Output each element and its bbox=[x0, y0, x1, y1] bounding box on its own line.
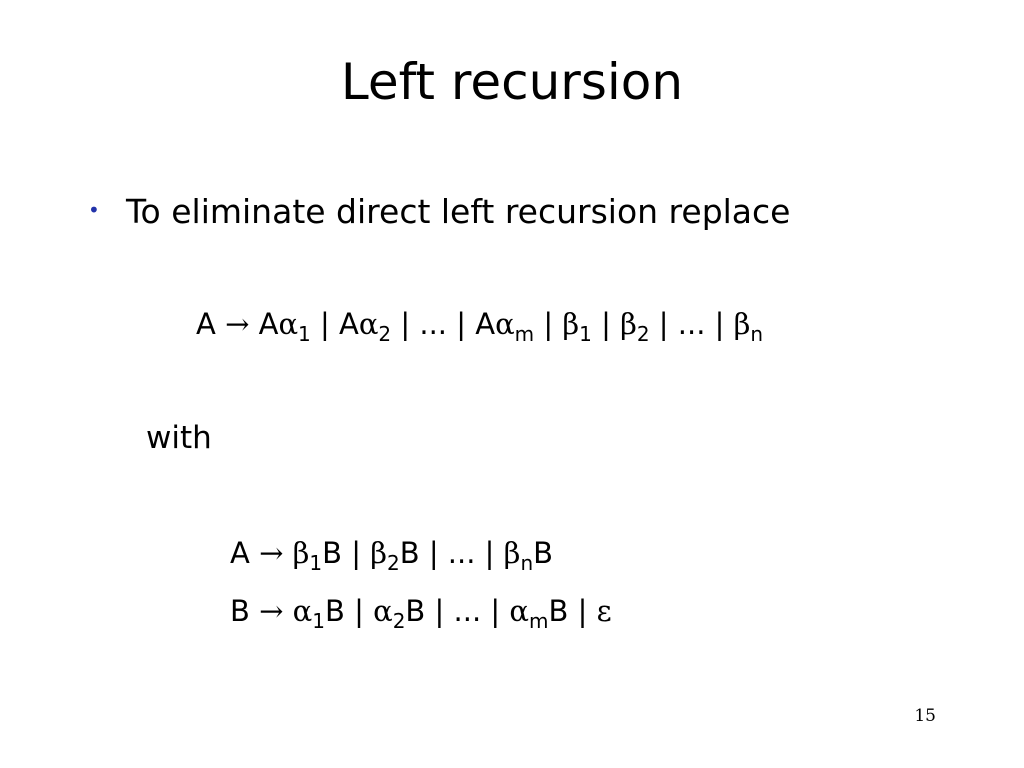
formula-text: A bbox=[249, 307, 279, 341]
greek-symbol: β bbox=[292, 536, 310, 570]
slide-title: Left recursion bbox=[340, 53, 684, 111]
subscript: 1 bbox=[298, 322, 311, 346]
greek-symbol: β bbox=[733, 307, 751, 341]
formula-text: A bbox=[196, 307, 226, 341]
subscript: n bbox=[750, 322, 764, 346]
formula-text: | bbox=[534, 307, 563, 341]
subscript: n bbox=[520, 551, 534, 575]
formula-text: B | bbox=[324, 594, 374, 628]
formula-text: | ... | A bbox=[391, 307, 496, 341]
greek-symbol: → bbox=[259, 536, 284, 570]
subscript: 1 bbox=[579, 322, 592, 346]
greek-symbol: α bbox=[278, 307, 299, 341]
original-production-rule: A → Aα1 | Aα2 | ... | Aαm | β1 | β2 | ..… bbox=[196, 304, 763, 344]
new-production-rule-a: A → β1B | β2B | ... | βnB bbox=[230, 533, 553, 573]
greek-symbol: α bbox=[358, 307, 379, 341]
greek-symbol: → bbox=[225, 307, 250, 341]
formula-text bbox=[283, 594, 292, 628]
formula-text: B | ... | bbox=[399, 536, 504, 570]
formula-text: | bbox=[591, 307, 621, 341]
subscript: 1 bbox=[309, 551, 323, 575]
with-label: with bbox=[146, 420, 212, 456]
subscript: 2 bbox=[392, 609, 406, 633]
page-number: 15 bbox=[914, 706, 936, 726]
formula-text: B | bbox=[548, 594, 597, 628]
subscript: 1 bbox=[312, 609, 325, 633]
subscript: 2 bbox=[386, 551, 400, 575]
bullet-marker: • bbox=[88, 198, 100, 222]
greek-symbol: β bbox=[370, 536, 387, 570]
formula-text: B | bbox=[322, 536, 371, 570]
greek-symbol: ε bbox=[596, 594, 612, 628]
formula-text: A bbox=[230, 536, 260, 570]
greek-symbol: → bbox=[259, 594, 284, 628]
greek-symbol: β bbox=[620, 307, 637, 341]
greek-symbol: β bbox=[562, 307, 580, 341]
subscript: 2 bbox=[378, 322, 392, 346]
bullet-item: • To eliminate direct left recursion repl… bbox=[88, 188, 790, 234]
subscript: m bbox=[528, 609, 549, 633]
greek-symbol: α bbox=[509, 594, 529, 628]
subscript: 2 bbox=[636, 322, 650, 346]
subscript: m bbox=[514, 322, 535, 346]
formula-text: B bbox=[533, 536, 554, 570]
greek-symbol: α bbox=[292, 594, 313, 628]
bullet-text: To eliminate direct left recursion repla… bbox=[126, 192, 791, 231]
greek-symbol: α bbox=[373, 594, 393, 628]
formula-text: | A bbox=[310, 307, 359, 341]
formula-text: B bbox=[230, 594, 260, 628]
greek-symbol: β bbox=[503, 536, 521, 570]
formula-text: | ... | bbox=[649, 307, 734, 341]
formula-text bbox=[283, 536, 292, 570]
formula-text: B | ... | bbox=[405, 594, 510, 628]
greek-symbol: α bbox=[495, 307, 515, 341]
new-production-rule-b: B → α1B | α2B | ... | αmB | ε bbox=[230, 591, 612, 631]
